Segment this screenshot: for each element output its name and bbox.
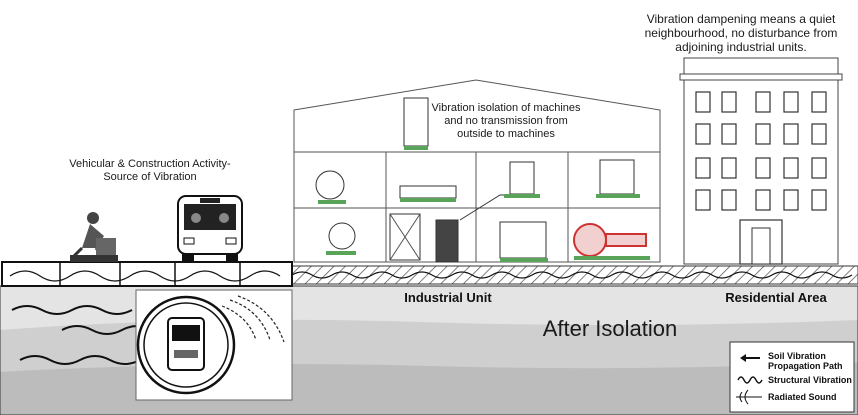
worker-icon [70, 212, 118, 262]
residential-window [755, 91, 771, 113]
residential-window [755, 157, 771, 179]
residential-window [721, 157, 737, 179]
residential-label: Residential Area [725, 290, 827, 305]
residential-window [695, 189, 711, 211]
residential-building [679, 57, 843, 265]
legend-label-2-text: Radiated Sound [768, 392, 837, 402]
residential-window [783, 189, 799, 211]
legend-label-2: Radiated Sound [768, 392, 852, 402]
residential-window [811, 189, 827, 211]
residential-window [721, 189, 737, 211]
residential-window [755, 123, 771, 145]
ground [0, 285, 858, 415]
bus-icon [177, 195, 243, 262]
residential-window [811, 123, 827, 145]
legend-box [729, 341, 855, 413]
residential-window [783, 91, 799, 113]
machines-caption-text: Vibration isolation of machines and no t… [431, 102, 581, 140]
foundation-wave [291, 271, 853, 279]
residential-window [695, 123, 711, 145]
residential-window [695, 91, 711, 113]
residential-window [721, 91, 737, 113]
residential-window [811, 91, 827, 113]
vehicular-caption-text: Vehicular & Construction Activity- Sourc… [69, 158, 231, 183]
residential-caption-text: Vibration dampening means a quiet neighb… [644, 12, 838, 54]
vehicular-caption: Vehicular & Construction Activity- Sourc… [40, 158, 260, 184]
residential-window [721, 123, 737, 145]
wave-icon [737, 376, 763, 384]
tunnel-inset [135, 289, 293, 401]
legend-label-1: Structural Vibration [768, 375, 852, 385]
residential-window [783, 123, 799, 145]
road [1, 261, 293, 287]
residential-caption: Vibration dampening means a quiet neighb… [636, 12, 846, 54]
radiated-sound-icon [736, 389, 762, 405]
residential-window [695, 157, 711, 179]
legend-label-0: Soil Vibration Propagation Path [768, 351, 852, 371]
residential-window [755, 189, 771, 211]
legend-label-1-text: Structural Vibration [768, 375, 852, 385]
residential-window [811, 157, 827, 179]
state-label: After Isolation [542, 316, 678, 341]
residential-window [783, 157, 799, 179]
machines-caption: Vibration isolation of machines and no t… [426, 102, 586, 141]
legend-label-0-text: Soil Vibration Propagation Path [768, 351, 843, 371]
industrial-building [293, 79, 661, 263]
arrow-left-icon [740, 354, 760, 362]
industrial-label: Industrial Unit [404, 290, 492, 305]
